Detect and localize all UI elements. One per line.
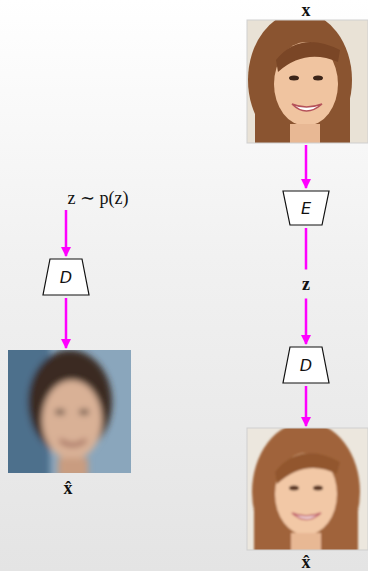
math-label: x̂ <box>64 478 73 499</box>
input-face <box>247 20 368 143</box>
node-text-wrap: E <box>282 190 330 226</box>
flow-arrows <box>66 145 306 426</box>
generated-face <box>8 350 131 473</box>
math-label: x̂ <box>302 552 311 571</box>
math-label: x <box>302 0 311 21</box>
block-letter: D <box>60 268 72 287</box>
block-letter: E <box>301 199 311 218</box>
latent-label: z <box>302 274 310 295</box>
node-text-wrap: D <box>282 346 330 384</box>
decoder-trapezoid: D <box>282 346 330 384</box>
encoder-trapezoid: E <box>282 190 330 226</box>
math-label: z ∼ p(z) <box>67 187 128 209</box>
block-letter: D <box>300 356 312 375</box>
decoder-trapezoid: D <box>42 258 90 296</box>
reconstructed-face <box>247 428 368 550</box>
node-text-wrap: D <box>42 258 90 296</box>
